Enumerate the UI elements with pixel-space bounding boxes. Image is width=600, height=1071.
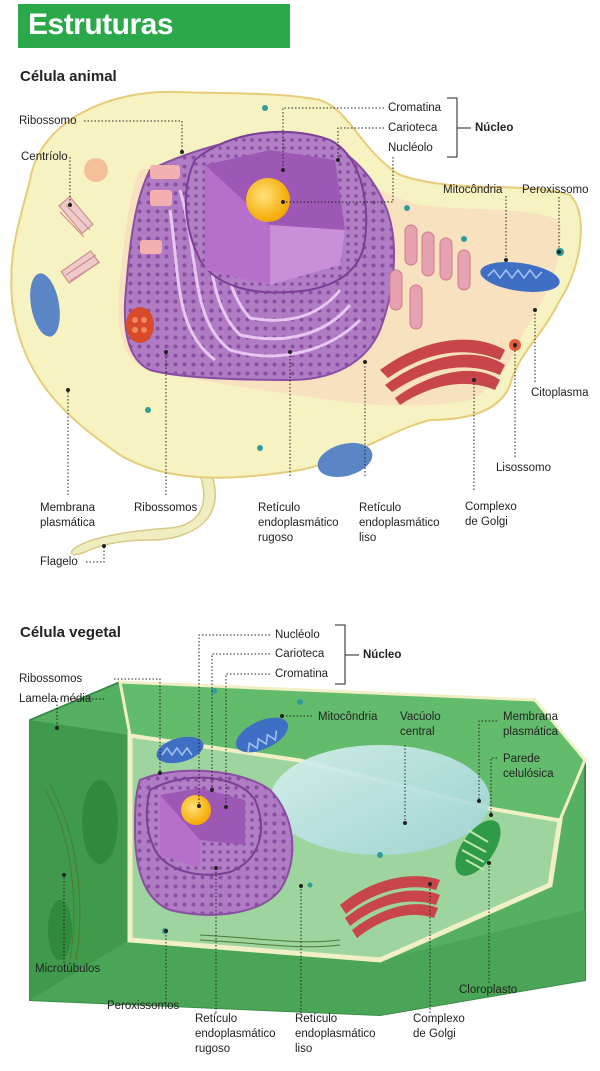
label-membrana: Membrana plasmática [40,502,95,529]
plant-leader-dots [55,714,493,933]
mitochondrion [126,307,154,343]
label-ribossomo: Ribossomo [19,115,77,127]
nucleolus [246,178,290,222]
plant-cell-heading: Célula vegetal [20,624,121,641]
chloroplast [82,780,118,864]
label-peroxissomos: Peroxissomos [107,1000,180,1012]
mitochondrion [480,262,560,292]
title-underline [18,46,290,48]
label-ribossomos: Ribossomos [19,673,83,685]
mitochondrion [235,717,289,753]
nucleolus [181,795,211,825]
label-lamela: Lamela média [19,693,92,705]
label-cloroplasto: Cloroplasto [459,984,518,996]
label-cromatina: Cromatina [275,668,329,680]
animal-leader-lines [67,107,560,563]
animal-cell-heading: Célula animal [20,68,117,85]
label-rer: Retículo endoplasmático rugoso [258,502,339,544]
label-golgi: Complexo de Golgi [465,501,517,528]
label-parede: Parede celulósica [503,753,554,780]
mitochondrion [156,736,204,764]
centriole [58,195,101,284]
plant-cell [29,680,587,1017]
label-peroxissomo: Peroxissomo [522,184,589,196]
central-vacuole [270,745,490,855]
animal-nucleus-bracket [447,97,471,158]
label-nucleo: Núcleo [475,122,514,134]
plant-leader-lines [56,634,497,1013]
vesicle [30,273,60,337]
cell-wall-face [30,910,585,1015]
label-mitocondria: Mitocôndria [318,711,378,723]
ribosome-cluster [140,165,180,254]
label-ribossomos: Ribossomos [134,502,198,514]
label-cromatina: Cromatina [388,102,442,114]
vesicle [84,158,108,182]
plant-nucleus-bracket [335,624,359,685]
label-membrana: Membrana plasmática [503,711,558,738]
label-vacuolo: Vacúolo central [400,711,441,738]
animal-leader-dots [66,150,561,548]
page-title: Estruturas celulares [18,4,290,83]
chloroplast [48,900,72,960]
label-mitocondria: Mitocôndria [443,184,503,196]
label-microtubulos: Microtúbulos [35,963,101,975]
label-flagelo: Flagelo [40,556,78,568]
flagellum [70,468,217,556]
label-carioteca: Carioteca [388,122,438,134]
label-centriolo: Centríolo [21,151,68,163]
label-rer: Retículo endoplasmático rugoso [195,1013,276,1055]
vesicle [317,442,373,478]
chloroplast [455,820,501,876]
label-rel: Retículo endoplasmático liso [359,502,440,544]
golgi-apparatus [340,876,440,938]
label-lisossomo: Lisossomo [496,462,551,474]
nucleus-cut-right [270,225,345,285]
label-golgi: Complexo de Golgi [413,1013,465,1040]
label-rel: Retículo endoplasmático liso [295,1013,376,1055]
label-citoplasma: Citoplasma [531,387,589,399]
nucleus-cut-left [160,795,200,868]
label-nucleolo: Nucléolo [275,629,320,641]
animal-cell [10,90,582,556]
smooth-er [389,224,471,330]
nucleus-cut-left [205,165,270,285]
label-carioteca: Carioteca [275,648,325,660]
label-nucleolo: Nucléolo [388,142,433,154]
label-nucleo: Núcleo [363,649,402,661]
microtubules [44,784,341,961]
